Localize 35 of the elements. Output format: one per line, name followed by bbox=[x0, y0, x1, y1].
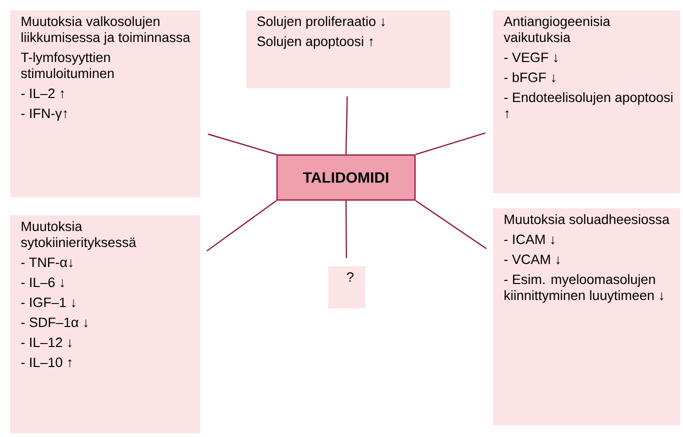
text-box bbox=[246, 10, 450, 88]
box-text: - Esim. myeloomasolujen kiinnittyminen luuytimeen ↓ bbox=[504, 274, 664, 303]
box-text: - Endoteelisolujen apoptoosi ↑ bbox=[504, 92, 672, 118]
box-text: Muutoksia sytokiinierityksessä bbox=[21, 221, 136, 250]
box-text: - TNF-α↓ bbox=[21, 258, 72, 268]
text-box bbox=[10, 215, 200, 434]
connector-line bbox=[206, 200, 277, 252]
connector-line bbox=[415, 200, 487, 250]
box-text: T-lymfosyyttien stimuloituminen bbox=[21, 52, 114, 78]
connector-line bbox=[415, 132, 486, 155]
box-text: ? bbox=[347, 272, 354, 282]
box-text: - VCAM ↓ bbox=[504, 254, 560, 264]
box-text: - VEGF ↓ bbox=[504, 52, 558, 62]
text-box bbox=[493, 208, 680, 426]
box-text: Muutoksia soluadheesiossa bbox=[504, 214, 670, 224]
box-text: - ICAM ↓ bbox=[504, 234, 554, 244]
box-text: - IL–10 ↑ bbox=[21, 358, 72, 368]
box-text: - IL–2 ↑ bbox=[21, 88, 64, 98]
box-text: - bFGF ↓ bbox=[504, 72, 556, 82]
text-box bbox=[10, 10, 200, 198]
box-text: Solujen apoptoosi ↑ bbox=[257, 36, 373, 49]
box-text: - IFN-γ↑ bbox=[21, 108, 67, 121]
center-box: TALIDOMIDI bbox=[276, 154, 416, 201]
connector-line bbox=[345, 96, 348, 154]
box-text: Antiangiogeenisia vaikutuksia bbox=[504, 16, 610, 42]
box-text: - IL–6 ↓ bbox=[21, 278, 64, 288]
text-box bbox=[328, 266, 366, 308]
box-text: - IL–12 ↓ bbox=[21, 338, 72, 348]
box-text: Solujen proliferaatio ↓ bbox=[257, 16, 385, 29]
box-text: - IGF–1 ↓ bbox=[21, 298, 76, 308]
box-text: Muutoksia valkosolujen liikkumisessa ja toiminnassa bbox=[22, 16, 190, 45]
connector-line bbox=[345, 200, 348, 258]
text-box bbox=[493, 10, 680, 194]
connector-line bbox=[208, 134, 277, 155]
box-text: - SDF–1α ↓ bbox=[21, 318, 88, 328]
